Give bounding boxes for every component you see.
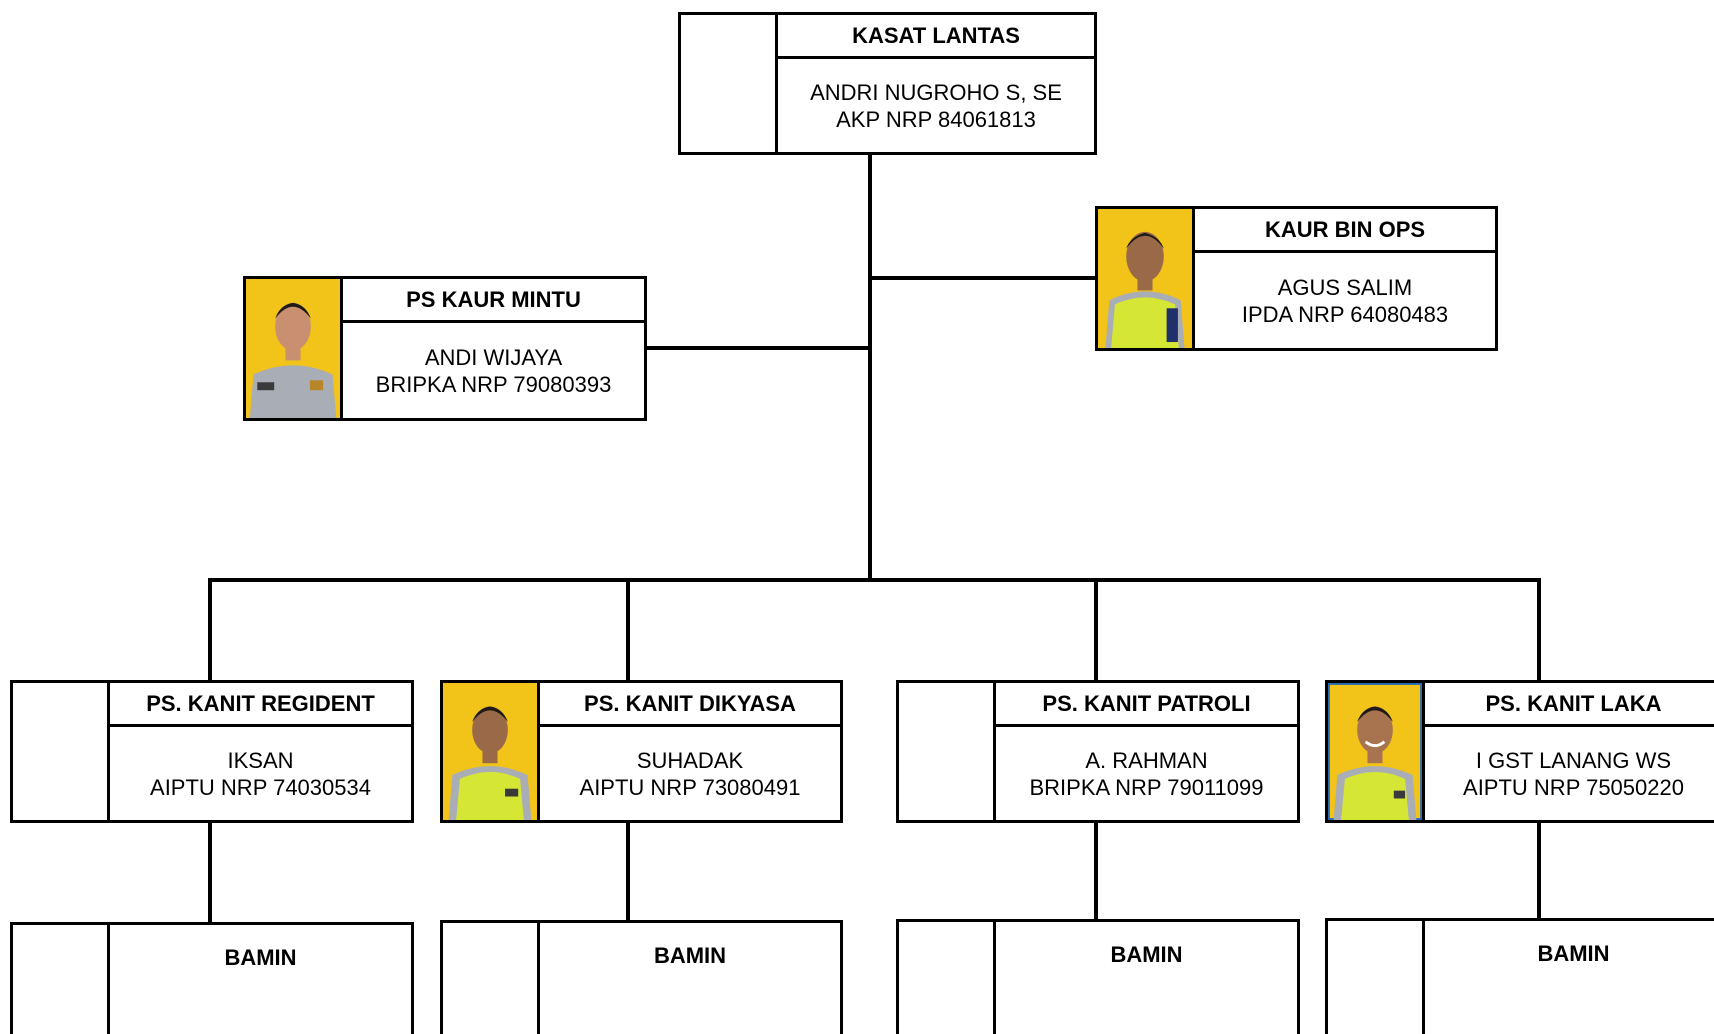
connector-unit-4-bamin [1537,820,1541,919]
portrait-image [443,683,537,820]
bamin-title: BAMIN [1110,942,1183,967]
connector-unit-1-bamin [208,820,212,923]
officer-details: ANDI WIJAYA BRIPKA NRP 79080393 [343,323,644,418]
photo-placeholder [443,923,540,1034]
officer-photo [1098,209,1195,348]
position-title: PS. KANIT DIKYASA [540,683,840,727]
unit-info: PS. KANIT PATROLI A. RAHMAN BRIPKA NRP 7… [996,683,1297,820]
position-title: KAUR BIN OPS [1195,209,1495,253]
position-title: PS. KANIT PATROLI [996,683,1297,727]
officer-details: SUHADAK AIPTU NRP 73080491 [540,727,840,820]
ps-kaur-mintu-info: PS KAUR MINTU ANDI WIJAYA BRIPKA NRP 790… [343,279,644,418]
kasat-lantas-info: KASAT LANTAS ANDRI NUGROHO S, SE AKP NRP… [778,15,1094,152]
photo-placeholder [13,683,110,820]
officer-photo [1328,683,1425,820]
unit-info: PS. KANIT LAKA I GST LANANG WS AIPTU NRP… [1425,683,1714,820]
connector-unit-2-bamin [626,820,630,921]
unit-regident-box: PS. KANIT REGIDENT IKSAN AIPTU NRP 74030… [10,680,414,823]
unit-laka-box: PS. KANIT LAKA I GST LANANG WS AIPTU NRP… [1325,680,1714,823]
bamin-info: BAMIN [1425,921,1714,1034]
portrait-image [1328,683,1422,820]
officer-name: A. RAHMAN [1085,747,1208,773]
position-title: PS. KANIT REGIDENT [110,683,411,727]
connector-unit-2-drop [626,578,630,681]
kaur-bin-ops-info: KAUR BIN OPS AGUS SALIM IPDA NRP 6408048… [1195,209,1495,348]
portrait-image [1098,209,1192,348]
connector-main-vertical [868,152,872,581]
photo-placeholder [899,922,996,1034]
connector-units-horizontal [208,578,1541,582]
officer-rank-nrp: AIPTU NRP 73080491 [579,774,801,800]
connector-kaur-bin-ops [868,276,1098,280]
bamin-info: BAMIN [110,925,411,1034]
officer-photo [246,279,343,418]
officer-name: ANDRI NUGROHO S, SE [810,79,1062,105]
officer-details: IKSAN AIPTU NRP 74030534 [110,727,411,820]
unit-info: PS. KANIT REGIDENT IKSAN AIPTU NRP 74030… [110,683,411,820]
unit-dikyasa-box: PS. KANIT DIKYASA SUHADAK AIPTU NRP 7308… [440,680,843,823]
connector-unit-3-bamin [1094,820,1098,920]
unit-info: PS. KANIT DIKYASA SUHADAK AIPTU NRP 7308… [540,683,840,820]
connector-unit-4-drop [1537,578,1541,681]
officer-name: AGUS SALIM [1277,274,1413,300]
photo-placeholder [13,925,110,1034]
bamin-info: BAMIN [996,922,1297,1034]
bamin-box-dikyasa: BAMIN [440,920,843,1034]
officer-name: I GST LANANG WS [1475,747,1672,773]
officer-details: ANDRI NUGROHO S, SE AKP NRP 84061813 [778,59,1094,152]
connector-ps-kaur-mintu [644,346,872,350]
officer-rank-nrp: AIPTU NRP 75050220 [1463,774,1684,800]
position-title: KASAT LANTAS [778,15,1094,59]
officer-photo [443,683,540,820]
officer-details: I GST LANANG WS AIPTU NRP 75050220 [1425,727,1714,820]
kaur-bin-ops-box: KAUR BIN OPS AGUS SALIM IPDA NRP 6408048… [1095,206,1498,351]
connector-unit-3-drop [1094,578,1098,681]
ps-kaur-mintu-box: PS KAUR MINTU ANDI WIJAYA BRIPKA NRP 790… [243,276,647,421]
bamin-title: BAMIN [1537,941,1610,966]
officer-rank-nrp: BRIPKA NRP 79011099 [1029,774,1264,800]
photo-placeholder [1328,921,1425,1034]
photo-placeholder [899,683,996,820]
position-title: PS. KANIT LAKA [1425,683,1714,727]
bamin-box-laka: BAMIN [1325,918,1714,1034]
photo-placeholder [681,15,778,152]
portrait-image [246,279,340,418]
bamin-box-regident: BAMIN [10,922,414,1034]
officer-rank-nrp: IPDA NRP 64080483 [1241,301,1449,327]
officer-details: A. RAHMAN BRIPKA NRP 79011099 [996,727,1297,820]
bamin-info: BAMIN [540,923,840,1034]
kasat-lantas-box: KASAT LANTAS ANDRI NUGROHO S, SE AKP NRP… [678,12,1097,155]
unit-patroli-box: PS. KANIT PATROLI A. RAHMAN BRIPKA NRP 7… [896,680,1300,823]
officer-rank-nrp: BRIPKA NRP 79080393 [375,371,612,397]
officer-rank-nrp: AIPTU NRP 74030534 [150,774,371,800]
bamin-title: BAMIN [224,945,297,970]
position-title: PS KAUR MINTU [343,279,644,323]
officer-name: IKSAN [227,747,294,773]
officer-details: AGUS SALIM IPDA NRP 64080483 [1195,253,1495,348]
connector-unit-1-drop [208,578,212,681]
officer-rank-nrp: AKP NRP 84061813 [836,106,1036,132]
bamin-box-patroli: BAMIN [896,919,1300,1034]
bamin-title: BAMIN [653,943,727,968]
officer-name: SUHADAK [636,747,744,773]
officer-name: ANDI WIJAYA [424,344,563,370]
